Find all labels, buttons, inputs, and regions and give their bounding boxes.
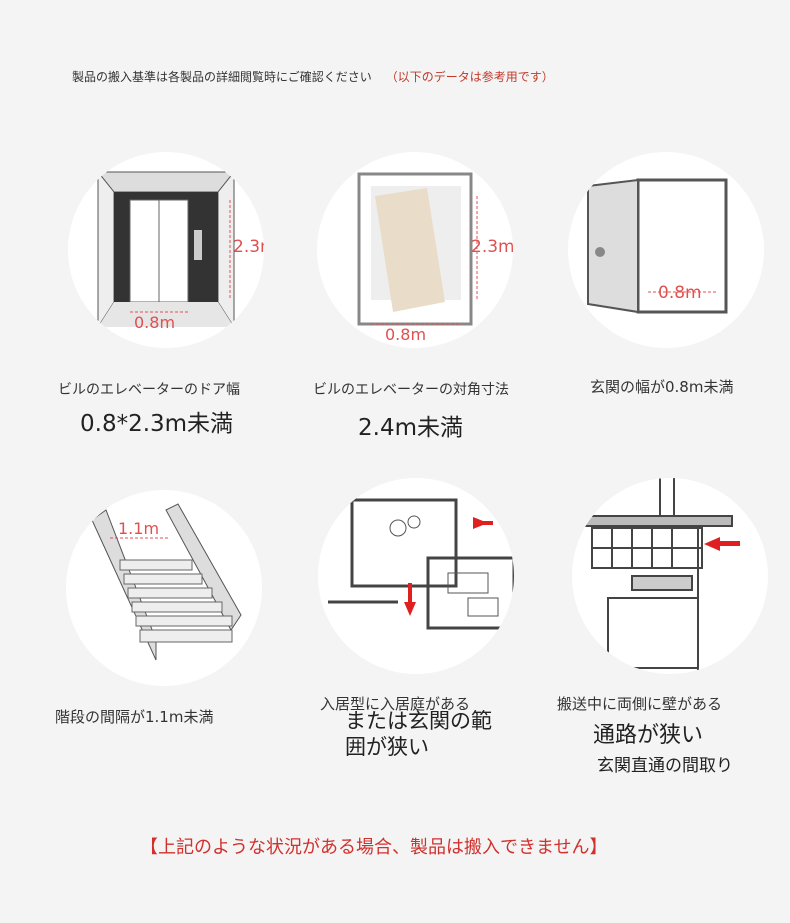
entrance-door-illustration: 0.8m <box>568 152 764 348</box>
height-label: 2.3m <box>233 237 264 257</box>
height-label: 2.3m <box>471 237 513 257</box>
floor-plan-illustration <box>318 478 514 674</box>
width-label: 0.8m <box>134 313 175 332</box>
width-label: 1.1m <box>118 519 159 538</box>
caption-4: 階段の間隔が1.1m未満 <box>55 708 214 726</box>
value-5: または玄関の範囲が狭い <box>345 709 492 759</box>
caption-2: ビルのエレベーターの対角寸法 <box>313 382 509 398</box>
corridor-illustration <box>572 478 768 674</box>
sub-6: 玄関直通の間取り <box>597 756 733 776</box>
notice-text: 製品の搬入基準は各製品の詳細閲覧時にご確認ください <box>72 70 372 84</box>
caption-3: 玄関の幅が0.8m未満 <box>590 378 734 396</box>
width-label: 0.8m <box>385 325 426 344</box>
elevator-door-illustration: 2.3m 0.8m <box>68 152 264 348</box>
width-label: 0.8m <box>658 283 702 303</box>
caption-5: 入居型に入居庭がある <box>320 695 471 713</box>
footer-warning: 【上記のような状況がある場合、製品は搬入できません】 <box>140 837 608 858</box>
stairs-illustration: 1.1m <box>66 490 262 686</box>
value-1: 0.8*2.3m未満 <box>80 411 234 437</box>
elevator-diagonal-illustration: 2.3m 0.8m <box>317 152 513 348</box>
caption-6: 搬送中に両側に壁がある <box>557 695 723 713</box>
caption-1: ビルのエレベーターのドア幅 <box>58 382 240 398</box>
notice-note: （以下のデータは参考用です） <box>385 70 554 84</box>
value-6: 通路が狭い <box>593 723 704 748</box>
notice: 製品の搬入基準は各製品の詳細閲覧時にご確認ください （以下のデータは参考用です） <box>72 68 554 85</box>
value-2: 2.4m未満 <box>358 415 463 441</box>
